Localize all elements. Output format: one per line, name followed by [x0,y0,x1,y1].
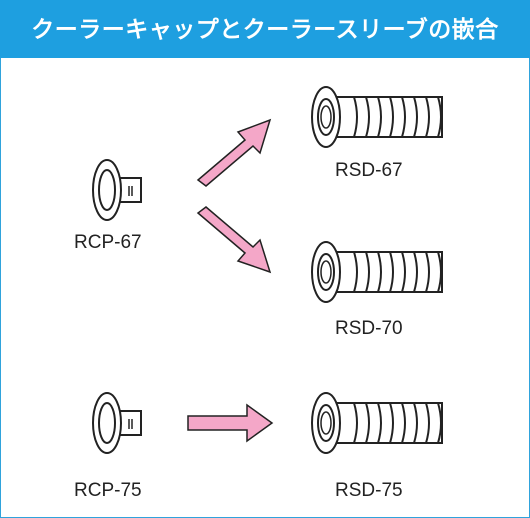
diagram-title: クーラーキャップとクーラースリーブの嵌合 [31,16,499,42]
label-rcp-67: RCP-67 [74,232,142,253]
label-rsd-70: RSD-70 [335,318,403,339]
arrow-up-right [196,118,272,187]
sleeve-rsd67-drawing [311,86,443,148]
title-bar [0,0,530,58]
cap-rcp75-drawing [92,392,142,454]
arrow-down-right [196,206,272,274]
cap-rcp67-drawing [92,159,142,221]
sleeve-rsd70-drawing [311,241,443,303]
label-rcp-75: RCP-75 [74,480,142,501]
arrow-right [187,403,274,443]
label-rsd-75: RSD-75 [335,480,403,501]
label-rsd-67: RSD-67 [335,160,403,181]
sleeve-rsd75-drawing [311,392,443,454]
